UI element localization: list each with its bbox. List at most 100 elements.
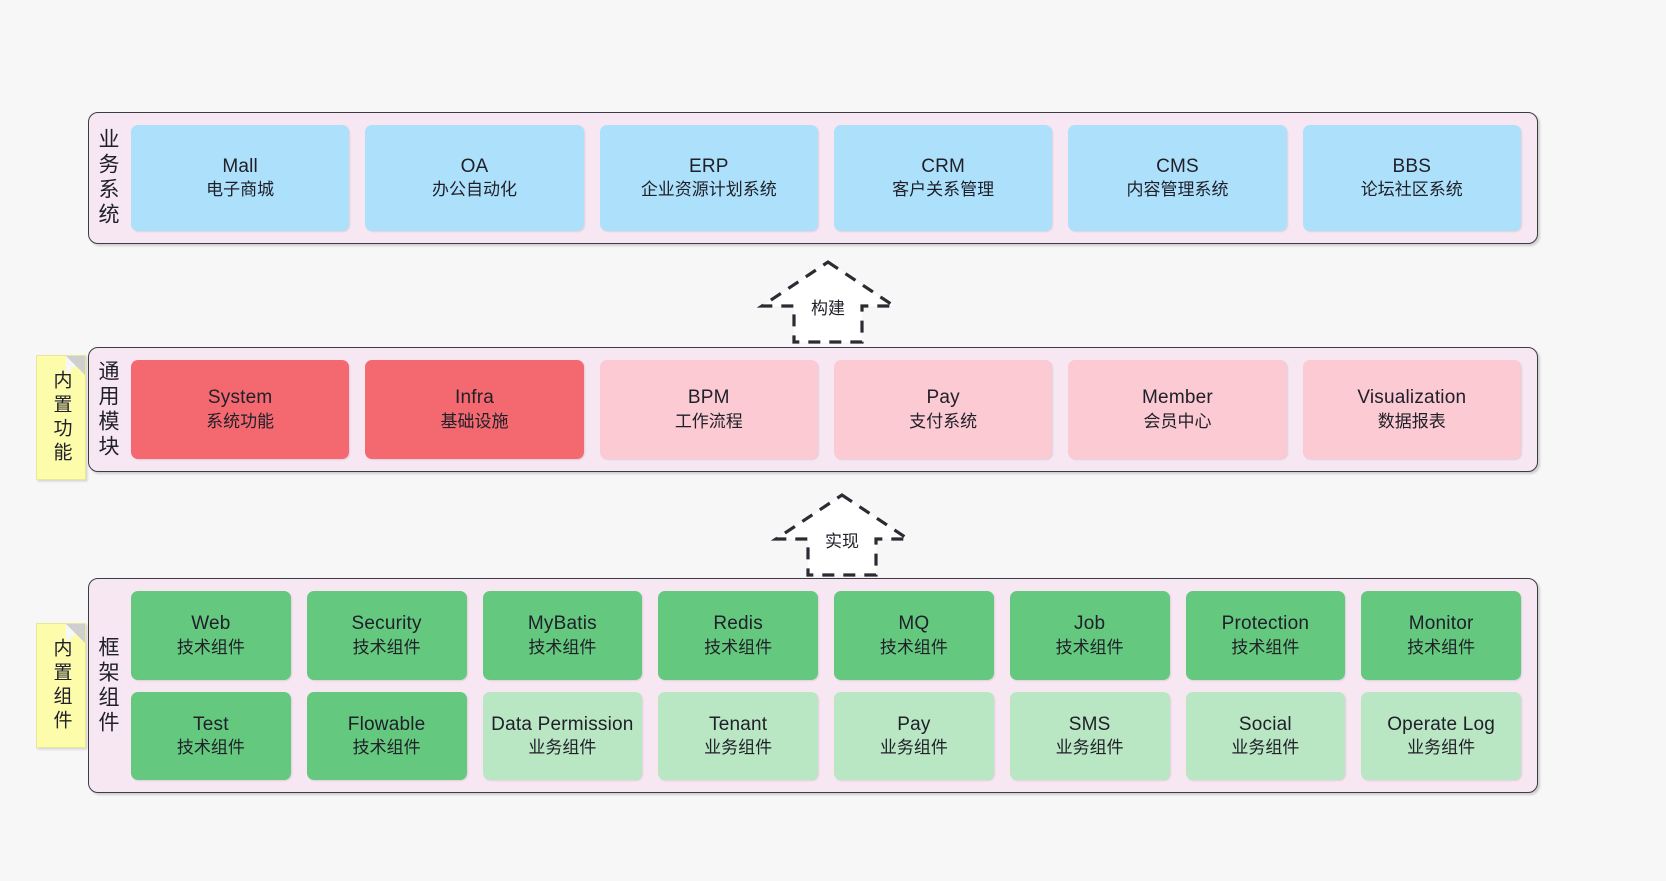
module-card-cms[interactable]: CMS 内容管理系统: [1068, 125, 1287, 231]
module-card-crm[interactable]: CRM 客户关系管理: [833, 125, 1053, 231]
module-name-cn: 数据报表: [1377, 411, 1446, 431]
module-card-system[interactable]: System 系统功能: [131, 360, 350, 459]
module-card-redis[interactable]: Redis 技术组件: [658, 591, 818, 680]
module-name-en: Web: [191, 613, 231, 635]
module-card-flowable[interactable]: Flowable 技术组件: [306, 691, 467, 780]
module-card-tenant[interactable]: Tenant 业务组件: [658, 691, 818, 780]
module-name-en: CRM: [921, 155, 966, 177]
module-card-operate-log[interactable]: Operate Log 业务组件: [1361, 691, 1521, 780]
module-card-infra[interactable]: Infra 基础设施: [365, 360, 584, 459]
module-name-en: Infra: [454, 387, 494, 409]
layer-body-framework-components: Web 技术组件 Security 技术组件 MyBatis 技术组件 Redi…: [125, 579, 1537, 792]
sticky-note-label: 内置组件: [50, 637, 72, 734]
module-name-en: Pay: [926, 387, 960, 409]
module-name-en: MQ: [898, 613, 930, 635]
module-name-cn: 论坛社区系统: [1360, 180, 1463, 200]
module-card-monitor[interactable]: Monitor 技术组件: [1361, 591, 1521, 680]
note-fold-icon: [66, 624, 85, 643]
module-name-cn: 内容管理系统: [1126, 180, 1229, 200]
module-name-en: Redis: [713, 613, 763, 635]
module-name-cn: 技术组件: [352, 738, 421, 758]
layer-common-modules: 通用模块 System 系统功能 Infra 基础设施 BPM 工作流程 Pay…: [88, 347, 1538, 472]
module-name-cn: 电子商城: [206, 180, 275, 200]
module-name-cn: 办公自动化: [431, 180, 517, 200]
module-name-en: Flowable: [347, 713, 426, 735]
module-name-en: MyBatis: [527, 613, 597, 635]
module-card-protection[interactable]: Protection 技术组件: [1185, 591, 1346, 680]
module-card-pay-business[interactable]: Pay 业务组件: [834, 691, 994, 780]
up-arrow-icon: [756, 260, 900, 344]
layer-body-common-modules: System 系统功能 Infra 基础设施 BPM 工作流程 Pay 支付系统…: [125, 348, 1537, 471]
module-name-cn: 技术组件: [879, 637, 948, 657]
layer-title-common-modules: 通用模块: [96, 359, 120, 460]
module-name-cn: 工作流程: [674, 411, 743, 431]
module-name-cn: 业务组件: [879, 738, 948, 758]
module-name-cn: 技术组件: [704, 637, 773, 657]
module-name-cn: 支付系统: [909, 411, 978, 431]
module-card-social[interactable]: Social 业务组件: [1185, 691, 1346, 780]
module-card-pay[interactable]: Pay 支付系统: [833, 360, 1053, 459]
module-name-cn: 技术组件: [528, 637, 597, 657]
module-name-cn: 技术组件: [1407, 637, 1476, 657]
module-name-en: Data Permission: [491, 713, 634, 735]
module-name-cn: 技术组件: [352, 637, 421, 657]
module-name-en: Operate Log: [1387, 713, 1496, 735]
module-card-mall[interactable]: Mall 电子商城: [131, 125, 350, 231]
module-name-en: ERP: [688, 155, 729, 177]
module-name-en: Mall: [222, 155, 258, 177]
module-card-mybatis[interactable]: MyBatis 技术组件: [482, 591, 643, 680]
module-name-cn: 业务组件: [1055, 738, 1124, 758]
connector-label-implement: 实现: [825, 532, 859, 551]
sticky-note-label: 内置功能: [50, 369, 72, 466]
module-card-erp[interactable]: ERP 企业资源计划系统: [599, 125, 818, 231]
layer-title-business-systems: 业务系统: [96, 128, 120, 228]
module-card-member[interactable]: Member 会员中心: [1068, 360, 1287, 459]
module-card-security[interactable]: Security 技术组件: [306, 591, 467, 680]
module-name-cn: 基础设施: [440, 411, 509, 431]
module-card-web[interactable]: Web 技术组件: [131, 591, 291, 680]
module-name-en: System: [207, 387, 273, 409]
module-card-bpm[interactable]: BPM 工作流程: [599, 360, 818, 459]
connector-label-build: 构建: [811, 299, 845, 318]
module-name-en: Visualization: [1357, 387, 1467, 409]
module-name-en: Job: [1074, 613, 1106, 635]
module-name-cn: 客户关系管理: [892, 180, 995, 200]
module-card-mq[interactable]: MQ 技术组件: [834, 591, 994, 680]
module-card-job[interactable]: Job 技术组件: [1009, 591, 1170, 680]
up-arrow-icon: [770, 493, 914, 577]
connector-implement: 实现: [770, 491, 914, 579]
module-name-en: Security: [351, 613, 422, 635]
module-card-bbs[interactable]: BBS 论坛社区系统: [1302, 125, 1521, 231]
module-name-cn: 技术组件: [1231, 637, 1300, 657]
card-row-tech: Web 技术组件 Security 技术组件 MyBatis 技术组件 Redi…: [131, 591, 1521, 680]
module-name-cn: 业务组件: [1407, 738, 1476, 758]
module-name-en: CMS: [1156, 155, 1199, 177]
module-card-sms[interactable]: SMS 业务组件: [1009, 691, 1170, 780]
module-name-cn: 业务组件: [528, 738, 597, 758]
connector-build: 构建: [756, 258, 900, 346]
layer-body-business-systems: Mall 电子商城 OA 办公自动化 ERP 企业资源计划系统 CRM 客户关系…: [125, 113, 1537, 243]
module-name-en: Protection: [1221, 613, 1310, 635]
module-name-en: Social: [1238, 713, 1292, 735]
layer-title-framework-components: 框架组件: [96, 635, 120, 736]
module-name-en: BBS: [1392, 155, 1432, 177]
sticky-note-builtin-components: 内置组件: [36, 623, 86, 748]
layer-framework-components: 框架组件 Web 技术组件 Security 技术组件 MyBatis 技术组件…: [88, 578, 1538, 793]
card-row: System 系统功能 Infra 基础设施 BPM 工作流程 Pay 支付系统…: [131, 360, 1521, 459]
layer-business-systems: 业务系统 Mall 电子商城 OA 办公自动化 ERP 企业资源计划系统 CRM…: [88, 112, 1538, 244]
module-name-en: OA: [460, 155, 489, 177]
sticky-note-builtin-features: 内置功能: [36, 355, 86, 480]
module-name-cn: 技术组件: [1055, 637, 1124, 657]
module-name-en: SMS: [1068, 713, 1111, 735]
module-name-en: BPM: [687, 387, 730, 409]
module-card-visualization[interactable]: Visualization 数据报表: [1302, 360, 1521, 459]
card-row: Mall 电子商城 OA 办公自动化 ERP 企业资源计划系统 CRM 客户关系…: [131, 125, 1521, 231]
module-name-cn: 系统功能: [206, 411, 275, 431]
module-name-cn: 业务组件: [704, 738, 773, 758]
module-card-oa[interactable]: OA 办公自动化: [365, 125, 584, 231]
module-name-cn: 技术组件: [176, 738, 245, 758]
module-name-en: Monitor: [1408, 613, 1474, 635]
module-card-test[interactable]: Test 技术组件: [131, 691, 291, 780]
module-card-data-permission[interactable]: Data Permission 业务组件: [482, 691, 643, 780]
